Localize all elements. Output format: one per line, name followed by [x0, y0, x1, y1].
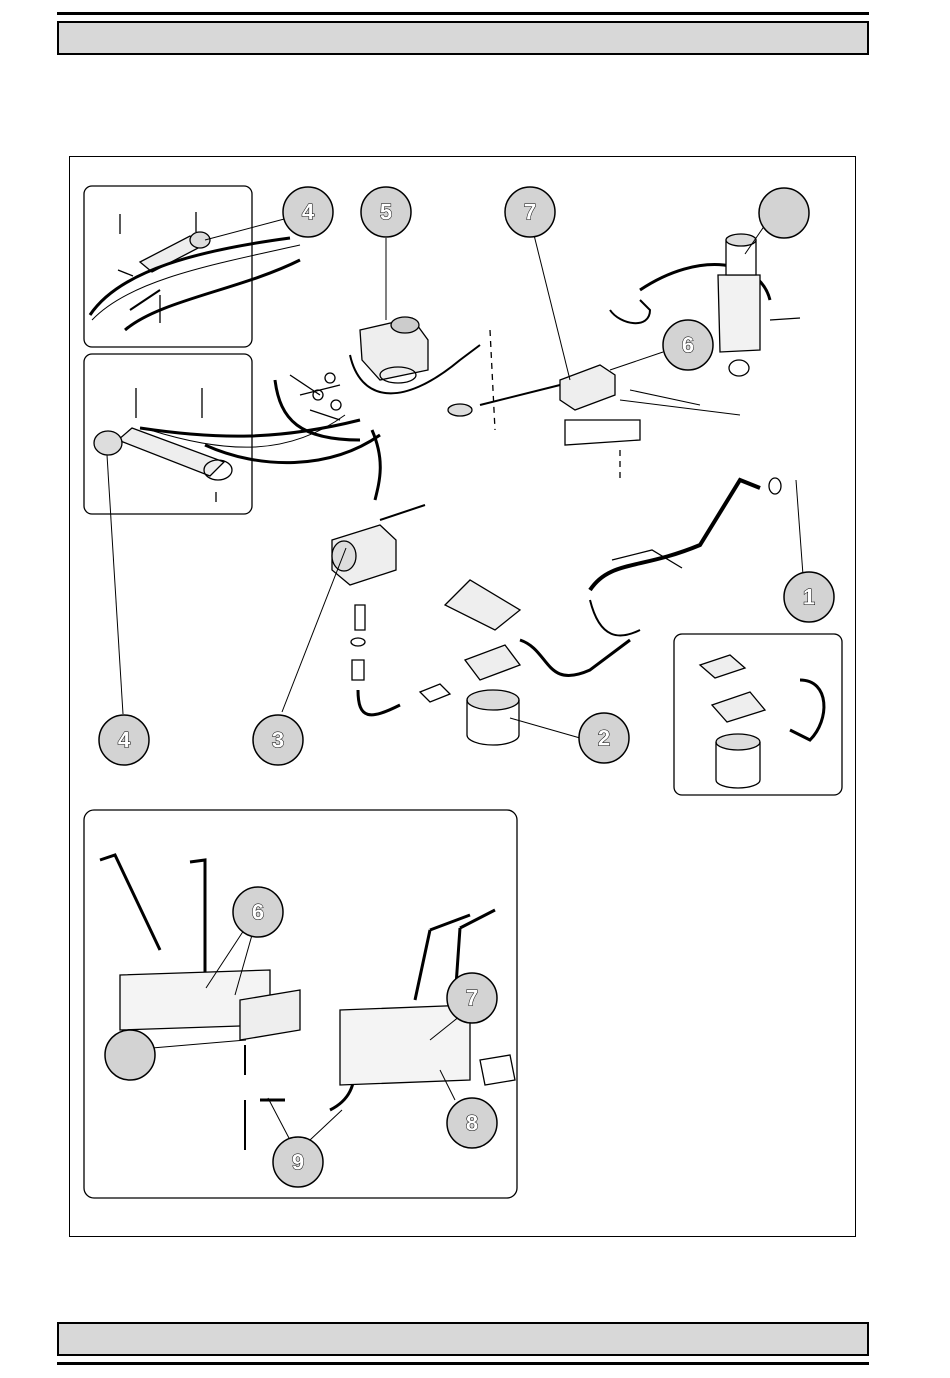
svg-text:4: 4 — [118, 728, 131, 753]
callout-blank-top — [759, 188, 809, 238]
leader-2 — [510, 718, 580, 738]
leader-9-b — [310, 1110, 342, 1140]
svg-text:4: 4 — [302, 200, 315, 225]
leader-3 — [282, 548, 346, 712]
svg-text:2: 2 — [598, 726, 610, 751]
lift-ram-drawing — [718, 234, 800, 376]
callout-1: 1 — [784, 572, 834, 622]
svg-text:5: 5 — [380, 200, 392, 225]
inset-filter-alt — [674, 634, 842, 795]
svg-text:1: 1 — [803, 585, 815, 610]
callout-2: 2 — [579, 713, 629, 763]
footer-bar — [57, 1322, 869, 1356]
svg-text:6: 6 — [252, 900, 264, 925]
callout-5: 5 — [361, 187, 411, 237]
cylinder-lower-drawing — [94, 388, 380, 502]
svg-text:6: 6 — [682, 333, 694, 358]
svg-text:7: 7 — [524, 200, 536, 225]
svg-text:7: 7 — [466, 986, 478, 1011]
svg-text:3: 3 — [272, 728, 284, 753]
callout-7-lower: 7 — [447, 973, 497, 1023]
footer-bottom-rule — [57, 1362, 869, 1365]
svg-text:8: 8 — [466, 1111, 478, 1136]
callout-4-bottom: 4 — [99, 715, 149, 765]
leader-4-top — [205, 218, 288, 240]
callout-6-lower: 6 — [233, 887, 283, 937]
svg-text:9: 9 — [292, 1150, 304, 1175]
leader-9-a — [268, 1098, 290, 1140]
leader-6-top — [610, 352, 663, 370]
callout-3: 3 — [253, 715, 303, 765]
leader-1 — [796, 480, 803, 575]
callout-blank-lower — [105, 1030, 155, 1080]
callout-4-top: 4 — [283, 187, 333, 237]
callout-6-top: 6 — [663, 320, 713, 370]
pump-drawing — [332, 505, 425, 715]
filter-alt-drawing — [700, 655, 824, 788]
callout-9: 9 — [273, 1137, 323, 1187]
callout-8: 8 — [447, 1098, 497, 1148]
leader-4-bottom — [107, 455, 123, 714]
callout-7-top: 7 — [505, 187, 555, 237]
cylinder-top-drawing — [90, 212, 300, 330]
leader-blank-lower — [152, 1040, 246, 1048]
leader-7-top — [534, 235, 570, 380]
inset-steering-cylinder-top — [84, 186, 252, 347]
